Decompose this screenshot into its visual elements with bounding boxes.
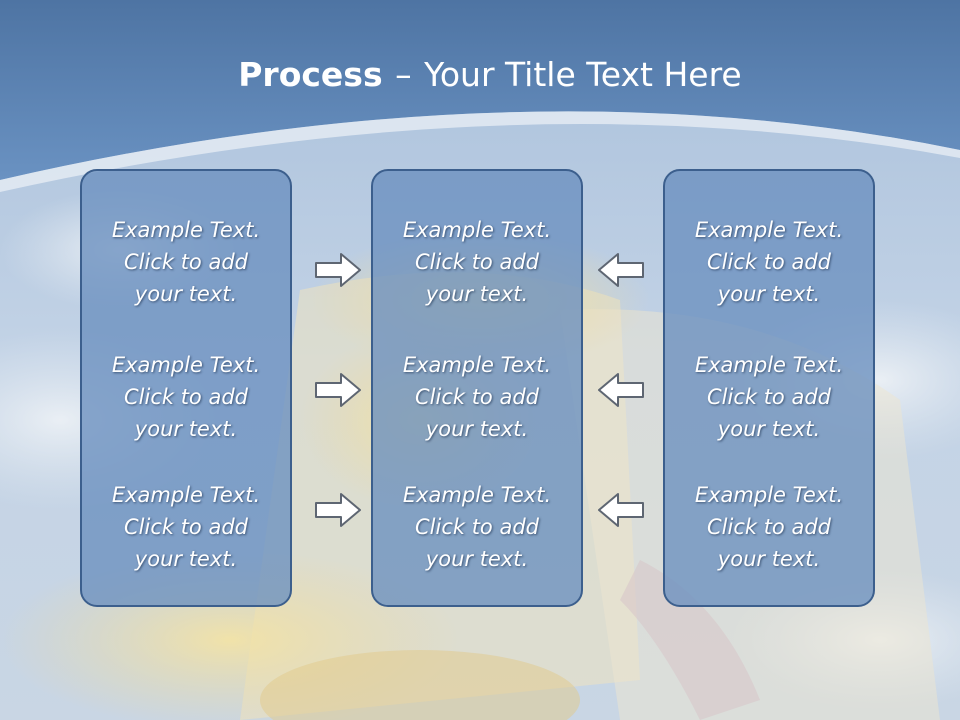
placeholder-line: Example Text.	[402, 483, 552, 507]
arrow-left-icon[interactable]	[597, 491, 645, 529]
text-placeholder[interactable]: Example Text. Click to add your text.	[373, 349, 581, 445]
slide-title[interactable]: Process – Your Title Text Here	[0, 54, 960, 96]
arrow-left-icon[interactable]	[597, 251, 645, 289]
placeholder-line: Click to add	[414, 515, 539, 539]
text-placeholder[interactable]: Example Text. Click to add your text.	[665, 479, 873, 575]
placeholder-line: Example Text.	[402, 218, 552, 242]
process-box-left[interactable]: Example Text. Click to add your text. Ex…	[80, 169, 292, 607]
placeholder-line: Example Text.	[694, 483, 844, 507]
placeholder-line: Example Text.	[694, 218, 844, 242]
placeholder-line: Click to add	[706, 515, 831, 539]
placeholder-line: Example Text.	[111, 353, 261, 377]
placeholder-line: Click to add	[123, 385, 248, 409]
title-separator: –	[395, 55, 412, 94]
placeholder-line: Click to add	[706, 250, 831, 274]
placeholder-line: Click to add	[123, 250, 248, 274]
placeholder-line: Click to add	[414, 385, 539, 409]
placeholder-line: your text.	[425, 282, 529, 306]
text-placeholder[interactable]: Example Text. Click to add your text.	[82, 214, 290, 310]
text-placeholder[interactable]: Example Text. Click to add your text.	[373, 214, 581, 310]
placeholder-line: Click to add	[414, 250, 539, 274]
text-placeholder[interactable]: Example Text. Click to add your text.	[82, 349, 290, 445]
text-placeholder[interactable]: Example Text. Click to add your text.	[665, 214, 873, 310]
placeholder-line: your text.	[134, 547, 238, 571]
arrow-right-icon[interactable]	[314, 371, 362, 409]
placeholder-line: Example Text.	[111, 218, 261, 242]
arrow-right-icon[interactable]	[314, 251, 362, 289]
title-rest: Your Title Text Here	[424, 55, 742, 94]
placeholder-line: your text.	[425, 417, 529, 441]
placeholder-line: Example Text.	[111, 483, 261, 507]
placeholder-line: your text.	[717, 547, 821, 571]
process-box-right[interactable]: Example Text. Click to add your text. Ex…	[663, 169, 875, 607]
placeholder-line: Click to add	[706, 385, 831, 409]
placeholder-line: your text.	[134, 417, 238, 441]
placeholder-line: Click to add	[123, 515, 248, 539]
placeholder-line: your text.	[425, 547, 529, 571]
placeholder-line: Example Text.	[402, 353, 552, 377]
text-placeholder[interactable]: Example Text. Click to add your text.	[82, 479, 290, 575]
process-box-center[interactable]: Example Text. Click to add your text. Ex…	[371, 169, 583, 607]
arrow-left-icon[interactable]	[597, 371, 645, 409]
placeholder-line: your text.	[717, 417, 821, 441]
placeholder-line: Example Text.	[694, 353, 844, 377]
text-placeholder[interactable]: Example Text. Click to add your text.	[665, 349, 873, 445]
arrow-right-icon[interactable]	[314, 491, 362, 529]
title-bold: Process	[238, 55, 383, 94]
placeholder-line: your text.	[134, 282, 238, 306]
placeholder-line: your text.	[717, 282, 821, 306]
text-placeholder[interactable]: Example Text. Click to add your text.	[373, 479, 581, 575]
